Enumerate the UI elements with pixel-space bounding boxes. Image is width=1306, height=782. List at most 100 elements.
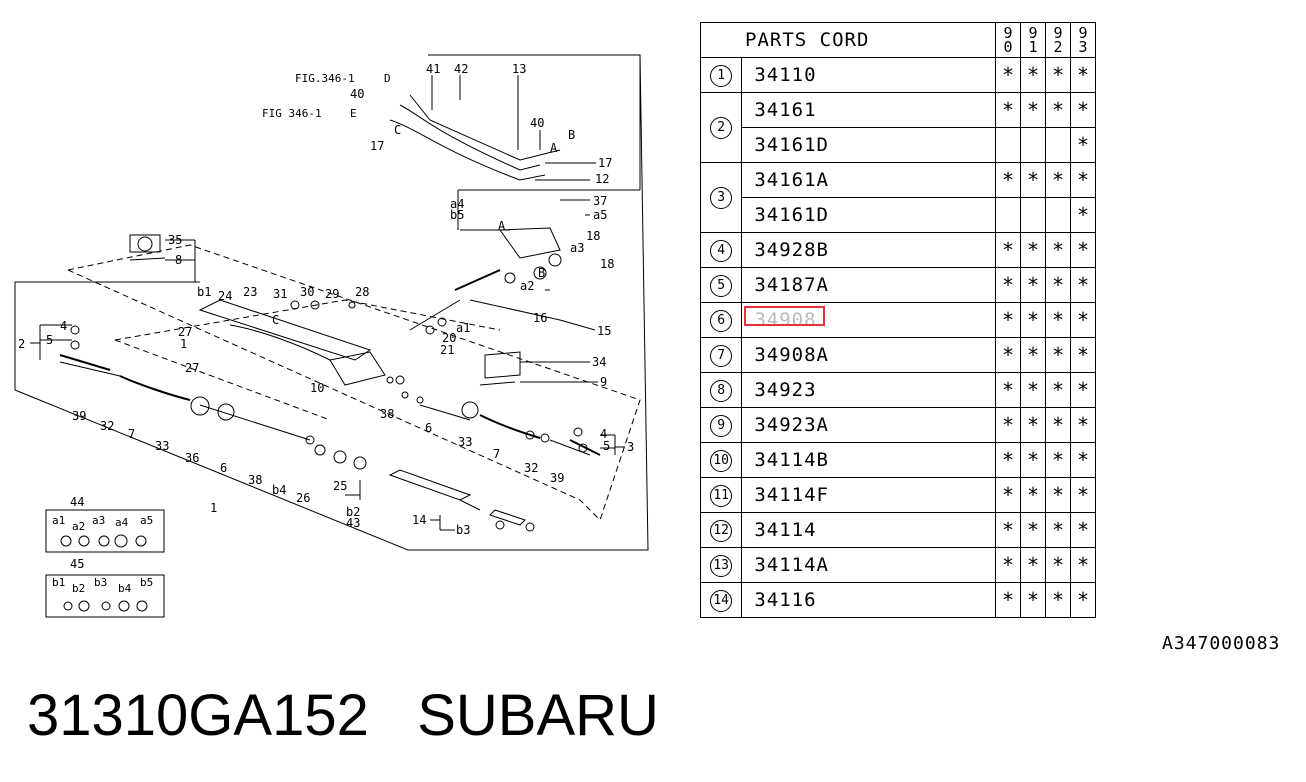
callout-label: b2 [346,505,360,519]
callout-label: 6 [425,421,432,435]
row-number: 9 [710,414,733,437]
part-code[interactable]: 34116 [741,582,996,618]
part-number: 31310GA152 [27,683,369,748]
part-code[interactable]: 34908A [741,337,996,373]
callout-label: 38 [248,473,262,487]
part-code[interactable]: 34928B [741,232,996,268]
kit-a-item: a3 [92,514,105,527]
year-mark [1045,127,1071,163]
part-code[interactable]: 34161A [741,162,996,198]
part-code[interactable]: 34161 [741,92,996,128]
part-code-highlighted[interactable]: 34908 [741,302,996,338]
row-number: 11 [710,484,733,507]
year-mark: * [1045,477,1071,513]
callout-label: 31 [273,287,287,301]
callout-label: 39 [550,471,564,485]
year-mark: * [995,372,1021,408]
callout-label: a1 [456,321,470,335]
callout-label: 20 [442,331,456,345]
part-code[interactable]: 34114 [741,512,996,548]
callout-label: 21 [440,343,454,357]
callout-label: 6 [220,461,227,475]
callout-label: 40 [530,116,544,130]
callout-label: 17 [370,139,384,153]
part-code[interactable]: 34161D [741,127,996,163]
part-code[interactable]: 34923A [741,407,996,443]
row-number: 5 [710,274,733,297]
row-number: 12 [710,519,733,542]
callout-label: 33 [155,439,169,453]
year-mark: * [1070,477,1096,513]
callout-label: 39 [72,409,86,423]
callout-label: 28 [355,285,369,299]
year-mark: * [1020,407,1046,443]
year-mark: * [1045,337,1071,373]
year-mark: * [1070,582,1096,618]
part-code[interactable]: 34114F [741,477,996,513]
callout-label: 14 [412,513,426,527]
kit-b-item: b4 [118,582,132,595]
callout-label: 4 [600,427,607,441]
year-mark [995,127,1021,163]
year-mark: * [1070,337,1096,373]
year-mark: * [1020,337,1046,373]
part-code[interactable]: 34114B [741,442,996,478]
year-mark: * [995,57,1021,93]
callout-label: 30 [300,285,314,299]
row-number: 7 [710,344,733,367]
year-mark: * [1070,127,1096,163]
table-row: 34161D * [701,197,1096,233]
table-row: 5 34187A * * * * [699,267,1096,303]
fig-marker-d: D [384,72,391,85]
part-code[interactable]: 34923 [741,372,996,408]
part-code[interactable]: 34161D [741,197,996,233]
callout-label: 17 [598,156,612,170]
table-row: 9 34923A * * * * [699,407,1096,443]
callout-label: b3 [456,523,470,537]
row-number: 14 [710,589,733,612]
table-row: 14 34116 * * * * [699,582,1096,618]
table-row: 10 34114B * * * * [699,442,1096,478]
year-mark: * [1070,92,1096,128]
callout-label: 32 [100,419,114,433]
year-mark: * [1045,232,1071,268]
callout-marker: C [272,313,279,327]
row-number: 4 [710,239,733,262]
year-mark: * [1045,92,1071,128]
year-mark: * [1020,57,1046,93]
kit-a-item: a1 [52,514,65,527]
callout-label: 12 [595,172,609,186]
kit-b-number: 45 [70,557,84,571]
year-mark [1020,197,1046,233]
part-code[interactable]: 34187A [741,267,996,303]
year-mark: * [1020,442,1046,478]
year-mark: * [995,92,1021,128]
callout-label: b5 [450,208,464,222]
year-mark [995,197,1021,233]
year-mark: * [1070,302,1096,338]
row-number: 13 [710,554,733,577]
part-code[interactable]: 34114A [741,547,996,583]
year-mark: * [995,407,1021,443]
callout-label: 25 [333,479,347,493]
callout-label: 5 [46,333,53,347]
part-code[interactable]: 34110 [741,57,996,93]
part-code-text: 34908 [754,309,817,331]
callout-label: 18 [586,229,600,243]
callout-label: 24 [218,289,232,303]
kit-a-item: a2 [72,520,85,533]
year-mark: * [1020,162,1046,198]
callout-label: 10 [310,381,324,395]
callout-label: 7 [493,447,500,461]
callout-label: a5 [593,208,607,222]
table-row: 11 34114F * * * * [699,477,1096,513]
brand-name: SUBARU [417,683,659,748]
callout-label: 43 [346,516,360,530]
year-mark: * [1070,57,1096,93]
year-mark: * [1020,477,1046,513]
callout-marker: A [498,219,506,233]
callout-label: 32 [524,461,538,475]
year-mark: * [995,267,1021,303]
